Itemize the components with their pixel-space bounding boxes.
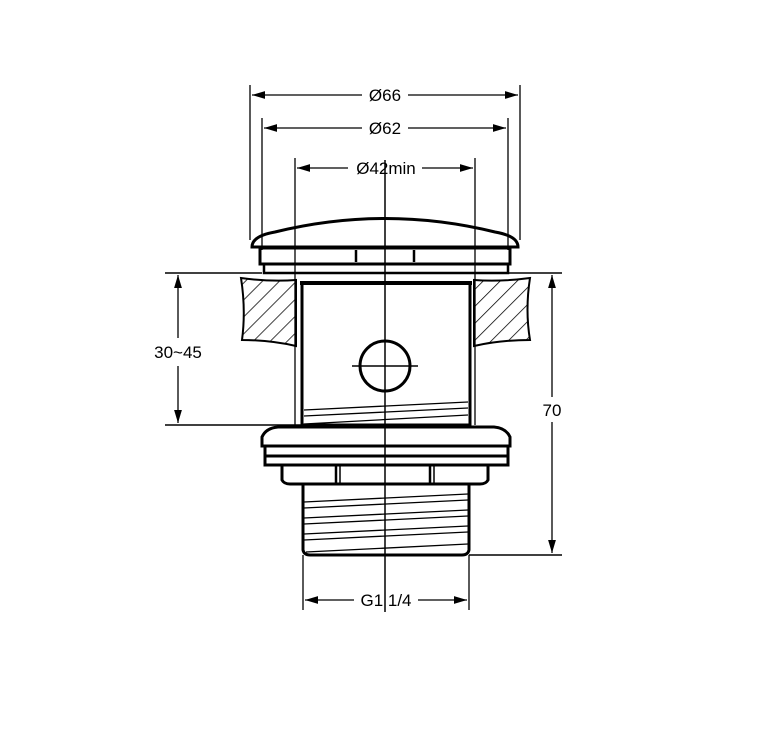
dimension-label-total-height: 70 [543,401,562,420]
dimension-outer-diameter: Ø66 [249,85,521,240]
dimension-basin-thickness: 30~45 [154,275,302,426]
dimension-label-outer-diameter: Ø66 [369,86,401,105]
basin-section-left [239,276,297,348]
dimension-cap-diameter: Ø62 [261,118,509,250]
dimension-label-hole-diameter: Ø42min [356,159,416,178]
waste-nut [260,425,512,486]
dimension-label-cap-diameter: Ø62 [369,119,401,138]
threaded-tail [301,484,471,610]
dimension-label-basin-thickness: 30~45 [154,343,202,362]
dimension-label-thread: G1 1/4 [360,591,411,610]
waste-body [300,281,472,427]
dimension-thread: G1 1/4 [305,591,467,610]
waste-cap [250,217,520,275]
basin-section-right [473,276,532,348]
dimension-total-height: 70 [469,275,562,556]
